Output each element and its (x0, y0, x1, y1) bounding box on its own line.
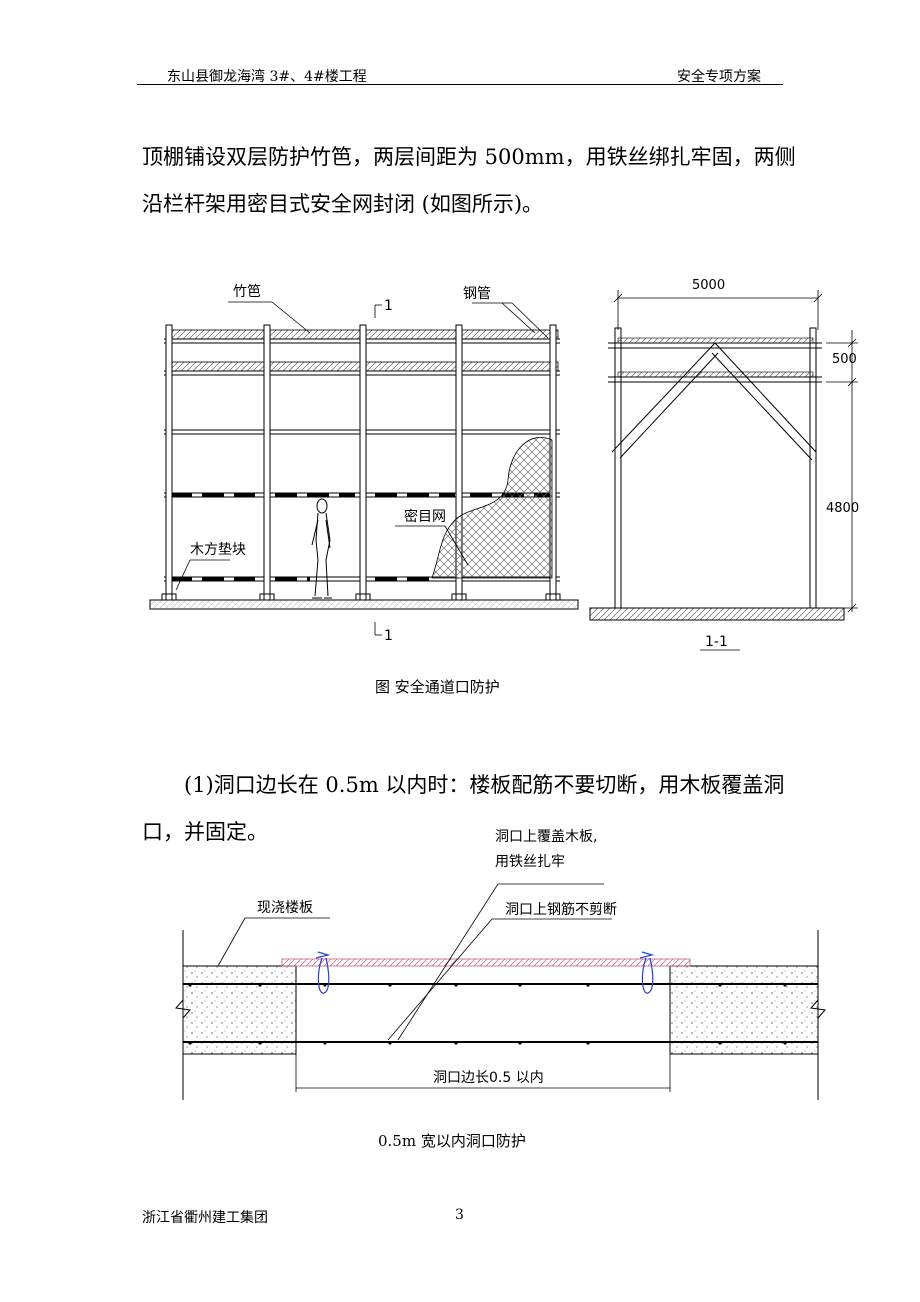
figure-2-caption: 0.5m 宽以内洞口防护 (378, 1132, 526, 1150)
header-project-title: 东山县御龙海湾 3#、4#楼工程 (167, 69, 367, 85)
label-cast-slab: 现浇楼板 (257, 900, 313, 916)
paragraph-2-line-1: (1)洞口边长在 0.5m 以内时：楼板配筋不要切断，用木板覆盖洞 (184, 773, 785, 797)
label-wood-block: 木方垫块 (190, 542, 246, 558)
label-section-mark-top: 1 (384, 298, 393, 314)
dimension-width: 5000 (692, 278, 725, 293)
dimension-upper: 500 (832, 352, 857, 367)
footer-page-number: 3 (455, 1207, 464, 1223)
paragraph-1-line-1: 顶棚铺设双层防护竹笆，两层间距为 500mm，用铁丝绑扎牢固，两侧 (142, 145, 796, 169)
label-steel-pipe: 钢管 (463, 286, 491, 302)
label-bamboo: 竹笆 (233, 284, 261, 300)
label-cover-board-line-2: 用铁丝扎牢 (495, 854, 565, 870)
section-label: 1-1 (705, 634, 728, 650)
header-document-type: 安全专项方案 (677, 69, 761, 85)
footer-company: 浙江省衢州建工集团 (142, 1210, 268, 1226)
figure-safety-passage-drawing: 竹笆 钢管 1 1 密目网 木方垫块 5000 500 4800 1-1 (149, 278, 859, 651)
label-opening-span: 洞口边长0.5 以内 (433, 1070, 544, 1086)
dimension-lower: 4800 (826, 501, 859, 516)
label-rebar-not-cut: 洞口上钢筋不剪断 (505, 901, 617, 918)
label-section-mark-bottom: 1 (384, 628, 393, 644)
paragraph-2-line-2: 口，并固定。 (142, 820, 268, 844)
header-rule (137, 84, 783, 85)
figure-1-caption: 图 安全通道口防护 (375, 678, 500, 696)
label-cover-board-line-1: 洞口上覆盖木板, (495, 829, 597, 845)
paragraph-1-line-2: 沿栏杆架用密目式安全网封闭 (如图所示)。 (142, 192, 544, 216)
label-safety-net: 密目网 (404, 508, 446, 525)
